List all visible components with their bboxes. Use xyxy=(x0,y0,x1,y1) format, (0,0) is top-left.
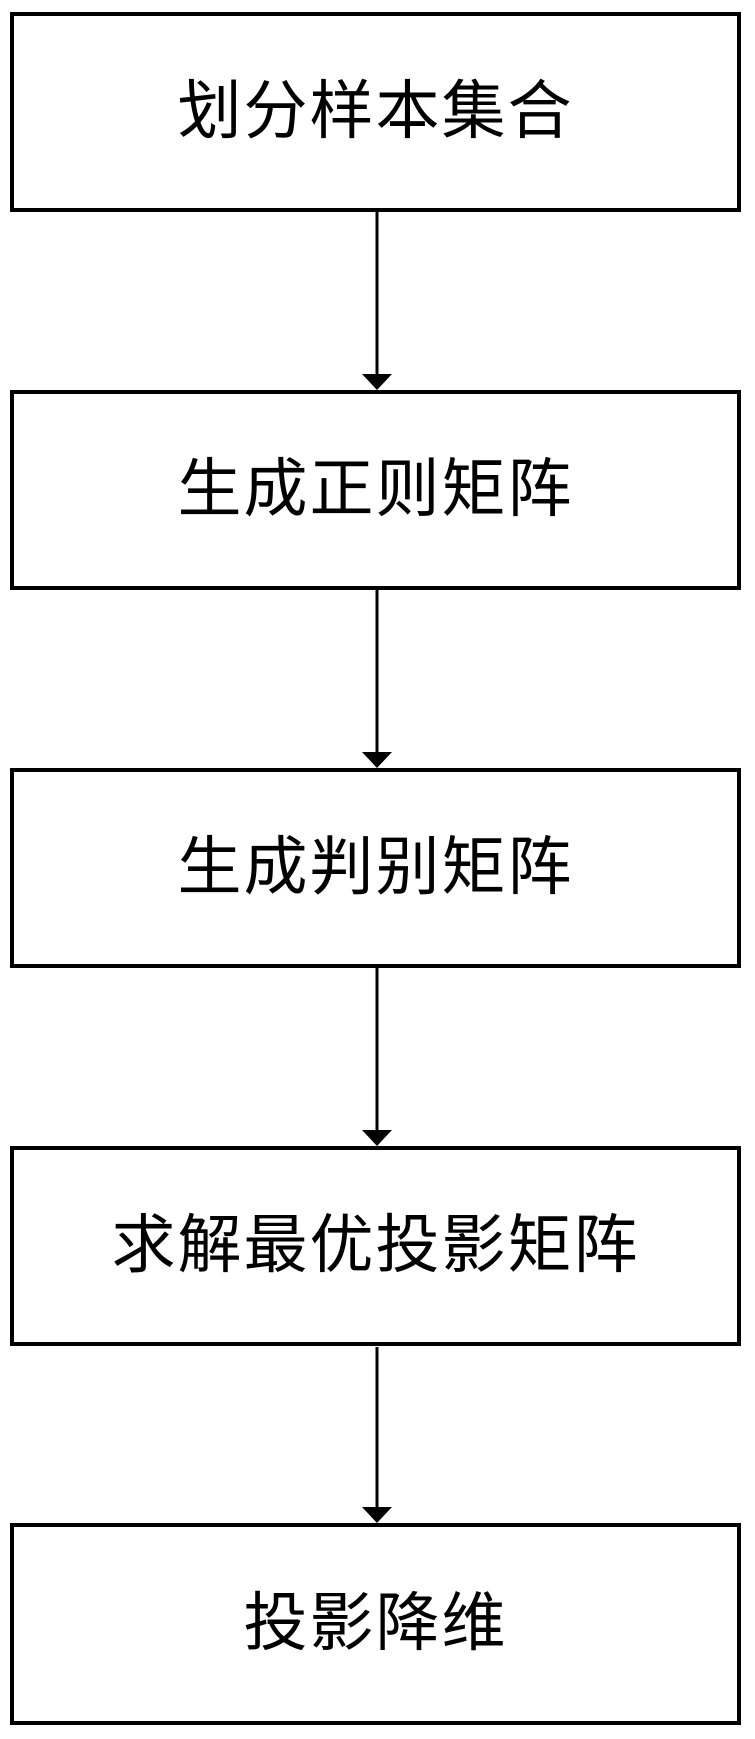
arrow-head-down-icon xyxy=(362,1507,392,1523)
flow-arrow-2 xyxy=(361,590,393,768)
arrow-head-down-icon xyxy=(362,752,392,768)
flow-step-divide-sample-set: 划分样本集合 xyxy=(10,12,741,212)
arrow-line xyxy=(375,590,379,753)
arrow-line xyxy=(375,968,379,1131)
flow-step-solve-optimal-projection-matrix: 求解最优投影矩阵 xyxy=(10,1146,741,1346)
flow-step-generate-discriminant-matrix: 生成判别矩阵 xyxy=(10,768,741,968)
flow-step-label: 划分样本集合 xyxy=(177,75,574,149)
arrow-line xyxy=(375,212,379,375)
flow-arrow-1 xyxy=(361,212,393,390)
flow-step-projection-dimension-reduction: 投影降维 xyxy=(10,1523,741,1725)
arrow-head-down-icon xyxy=(362,1130,392,1146)
flow-step-label: 投影降维 xyxy=(243,1587,508,1661)
flow-arrow-3 xyxy=(361,968,393,1146)
arrow-head-down-icon xyxy=(362,374,392,390)
arrow-line xyxy=(375,1347,379,1508)
flow-step-label: 生成判别矩阵 xyxy=(177,831,574,905)
flow-arrow-4 xyxy=(361,1347,393,1523)
flow-step-label: 生成正则矩阵 xyxy=(177,453,574,527)
flow-step-label: 求解最优投影矩阵 xyxy=(111,1209,640,1283)
flow-step-generate-regularization-matrix: 生成正则矩阵 xyxy=(10,390,741,590)
